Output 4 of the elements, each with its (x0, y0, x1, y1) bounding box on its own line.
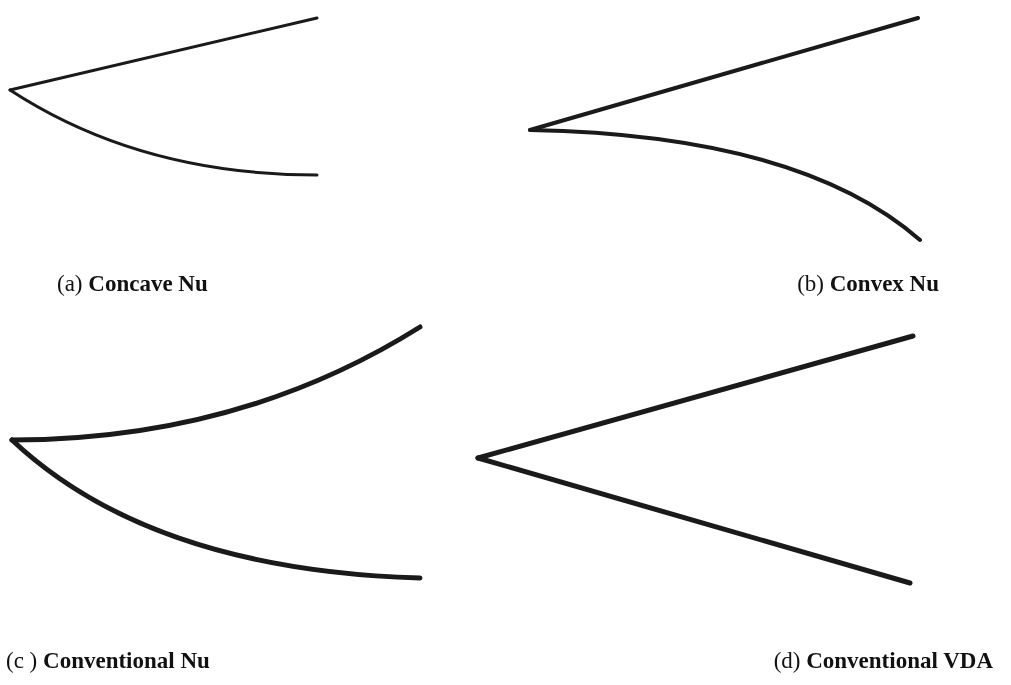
figure-caption: (c ) Conventional Nu (6, 648, 210, 675)
figure-caption: (a) Concave Nu (57, 271, 208, 298)
figure-caption: (d) Conventional VDA (773, 648, 993, 675)
figure-caption: (b) Convex Nu (797, 271, 939, 298)
